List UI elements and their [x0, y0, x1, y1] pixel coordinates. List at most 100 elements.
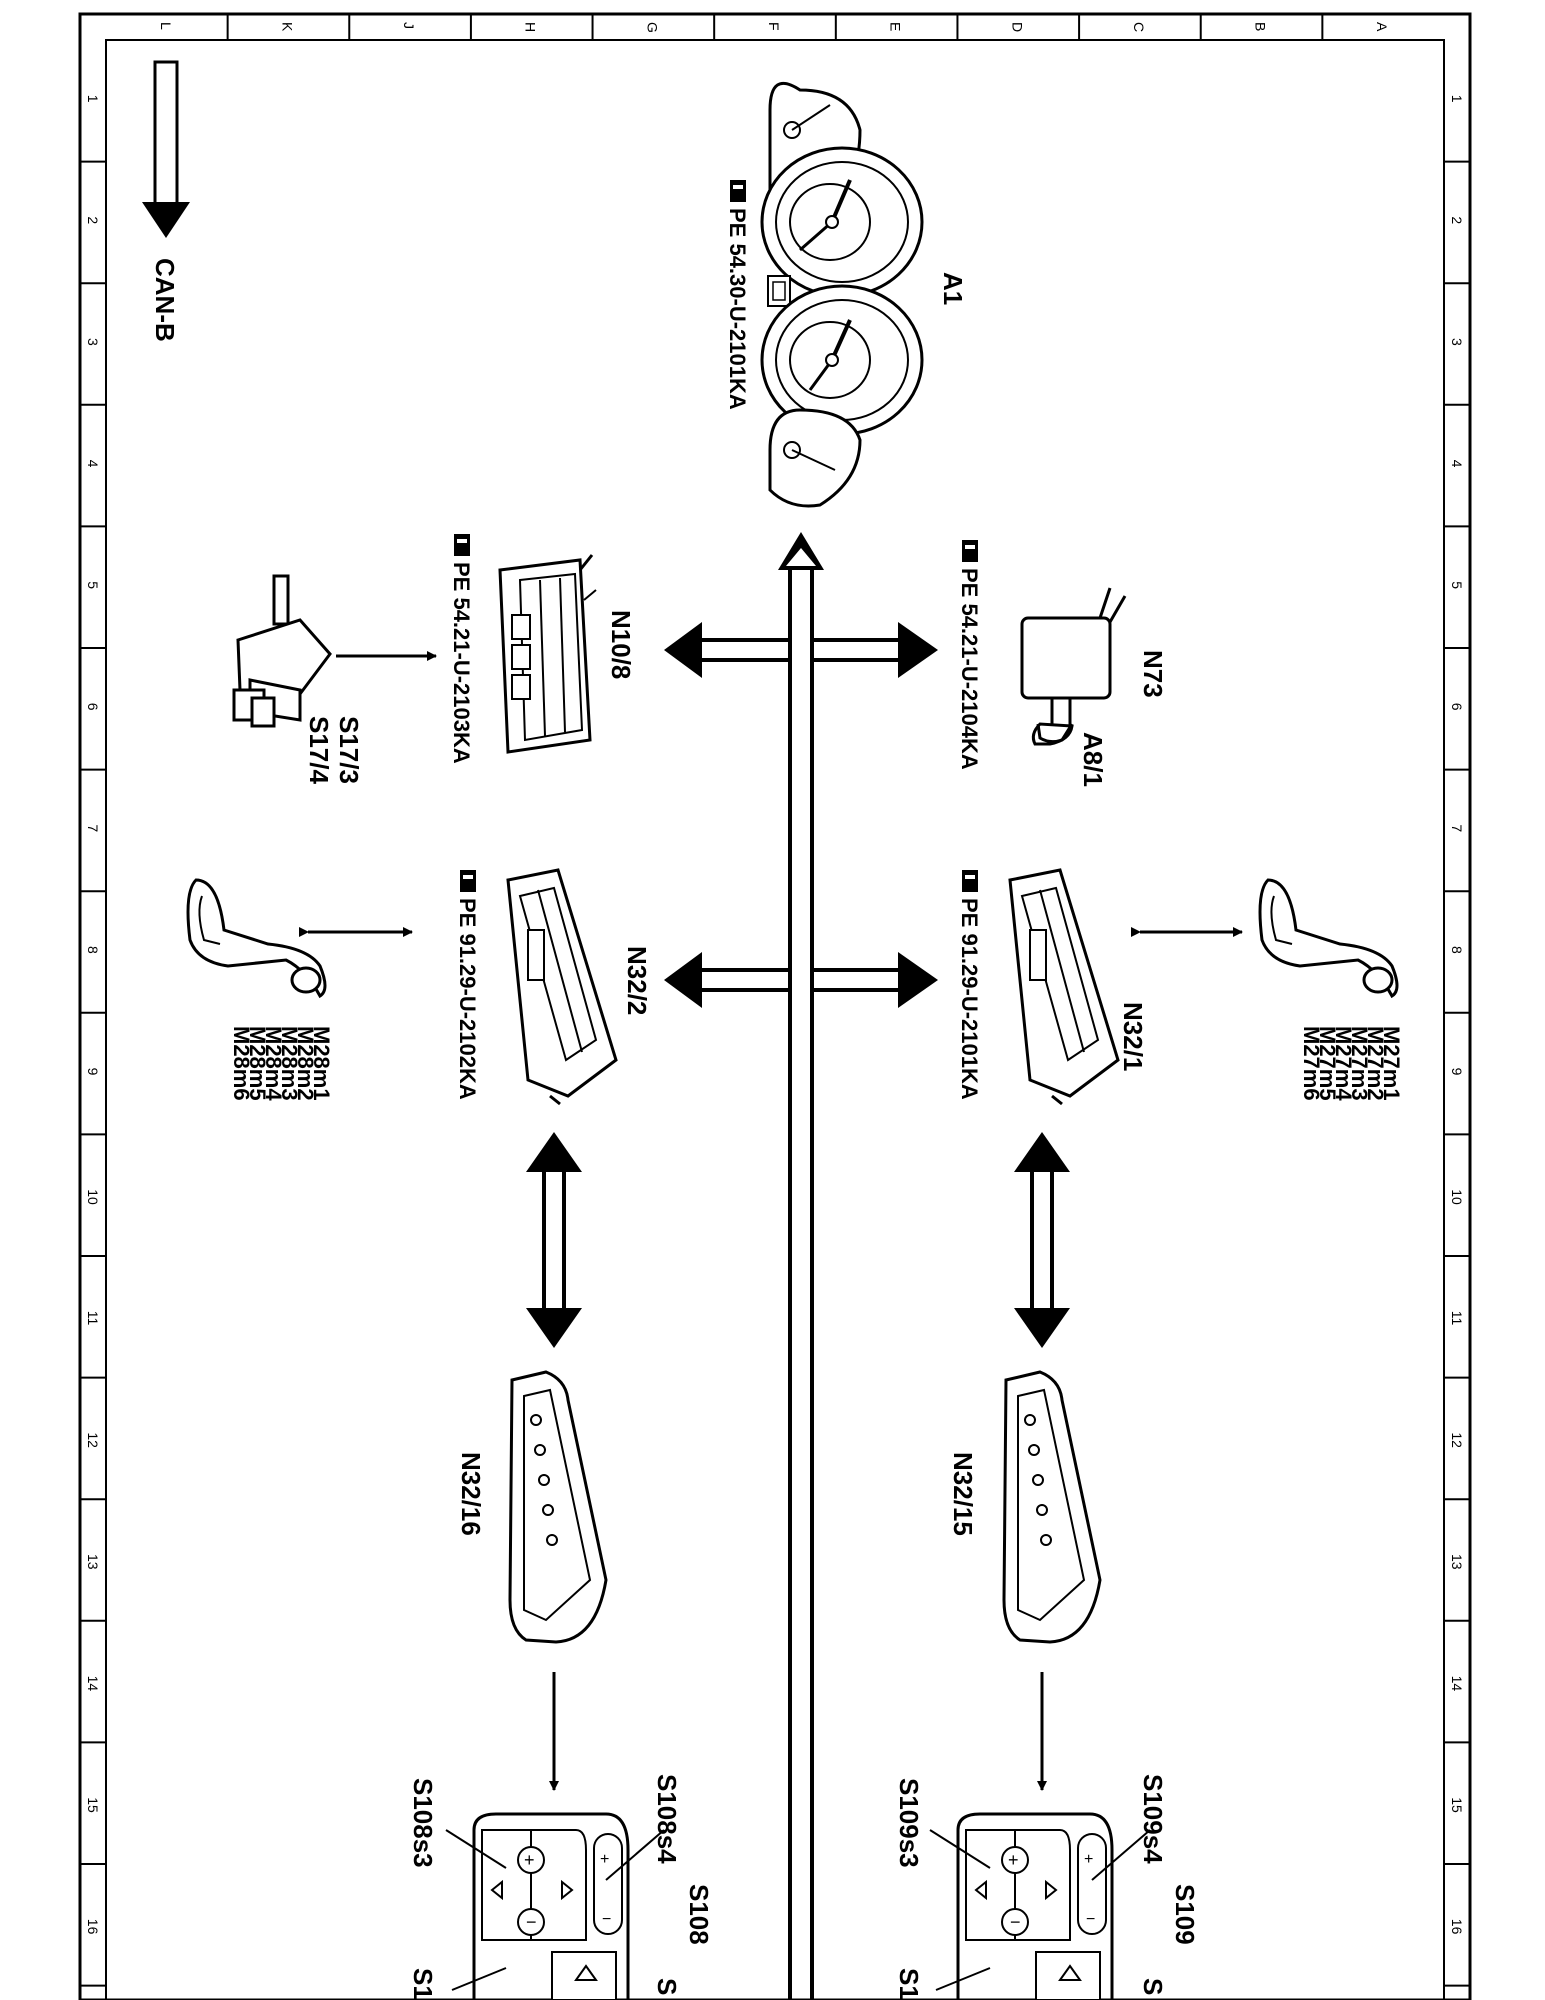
grid-ticks	[80, 14, 1470, 1987]
motor-code-label: M27m6	[1299, 1026, 1324, 1101]
motor-code-label: M27m5	[1315, 1026, 1340, 1101]
s108s3-pointer	[445, 1829, 507, 1869]
row-number-label-left: 12	[85, 1432, 101, 1448]
row-number-label-right: 13	[1449, 1554, 1465, 1570]
n10-8-code-label: N10/8	[606, 610, 636, 679]
s108-partial-pointer	[451, 1967, 507, 1991]
seat-switch-panel-left-icon	[508, 1370, 608, 1644]
row-number-label-right: 12	[1449, 1432, 1465, 1448]
svg-text:+: +	[1008, 1850, 1019, 1870]
a1-ref-pointer-icon	[730, 180, 746, 202]
inner-frame	[105, 39, 1445, 2000]
n32-1-code-label: N32/1	[1118, 1002, 1148, 1071]
steering-button-group-right-icon: + − + −	[956, 1812, 1114, 2000]
svg-text:−: −	[526, 1912, 537, 1932]
n32-16-code-label: N32/16	[456, 1452, 486, 1536]
motor-code-label: M28m3	[277, 1026, 302, 1101]
bus-branch-lower	[664, 952, 938, 1008]
n73-code-label: N73	[1138, 650, 1168, 698]
column-letter-label: H	[523, 22, 539, 32]
s109-code-label: S109	[1170, 1884, 1200, 1945]
column-letter-label: B	[1253, 22, 1269, 31]
row-number-label-left: 1	[85, 95, 101, 103]
row-number-label-left: 16	[85, 1919, 101, 1935]
seat-switch-panel-right-icon	[1002, 1370, 1102, 1644]
row-number-label-right: 5	[1449, 581, 1465, 589]
motor-code-label: M28m4	[261, 1026, 286, 1101]
row-number-label-right: 10	[1449, 1189, 1465, 1205]
n10-8-ref-pointer-icon	[454, 534, 470, 556]
svg-text:−: −	[1010, 1912, 1021, 1932]
can-b-label: CAN-B	[150, 258, 180, 342]
column-letter-label: J	[401, 22, 417, 29]
row-number-label-left: 15	[85, 1797, 101, 1813]
motor-code-label: M28m5	[245, 1026, 270, 1101]
instrument-cluster-icon	[760, 81, 924, 508]
outer-frame	[78, 12, 1472, 2000]
n32-2-to-n32-16-link	[526, 1132, 582, 1348]
n32-1-ref-label: PE 91.29-U-2101KA	[957, 898, 982, 1100]
n32-1-to-n32-15-link	[1014, 1132, 1070, 1348]
row-number-label-right: 15	[1449, 1797, 1465, 1813]
a1-ref-label: PE 54.30-U-2101KA	[725, 208, 750, 410]
row-number-label-right: 6	[1449, 703, 1465, 711]
sam-control-unit-icon	[498, 554, 597, 754]
row-number-label-left: 14	[85, 1676, 101, 1692]
row-number-label-left: 10	[85, 1189, 101, 1205]
s109-partial-label-2: S	[1138, 1978, 1168, 1995]
svg-text:−: −	[1086, 1911, 1095, 1928]
s17-3-code-label: S17/3	[334, 716, 364, 784]
row-number-label-right: 14	[1449, 1676, 1465, 1692]
column-letter-label: D	[1009, 22, 1025, 32]
motor-code-label: M27m1	[1379, 1026, 1404, 1101]
s108-partial-label-1: S1	[408, 1968, 438, 2000]
seat-control-unit-right-icon	[1008, 868, 1120, 1106]
n10-8-ref-label: PE 54.21-U-2103KA	[449, 562, 474, 764]
row-number-label-right: 11	[1449, 1311, 1465, 1326]
row-number-label-right: 8	[1449, 946, 1465, 954]
row-number-label-left: 4	[85, 460, 101, 468]
can-bus-main-line	[778, 532, 824, 2000]
n32-1-ref-pointer-icon	[962, 870, 978, 892]
motor-code-label: M27m4	[1331, 1026, 1356, 1101]
a8-1-code-label: A8/1	[1078, 732, 1108, 787]
steering-button-group-left-icon: + − + −	[472, 1812, 630, 2000]
a1-code-label: A1	[938, 272, 968, 305]
row-number-label-right: 16	[1449, 1919, 1465, 1935]
column-letter-label: G	[644, 22, 660, 33]
svg-text:+: +	[1084, 1851, 1093, 1868]
s108-partial-label-2: S	[652, 1978, 682, 1995]
n32-2-ref-label: PE 91.29-U-2102KA	[455, 898, 480, 1100]
s17-4-code-label: S17/4	[304, 716, 334, 784]
n32-2-ref-pointer-icon	[460, 870, 476, 892]
svg-text:+: +	[524, 1850, 535, 1870]
row-number-label-right: 2	[1449, 216, 1465, 224]
n73-ref-label: PE 54.21-U-2104KA	[957, 568, 982, 770]
ignition-switch-icon	[1020, 587, 1127, 746]
s109s3-label: S109s3	[894, 1778, 924, 1868]
column-letter-label: K	[279, 22, 295, 32]
row-number-label-left: 8	[85, 946, 101, 954]
svg-text:−: −	[602, 1911, 611, 1928]
s109s3-pointer	[929, 1829, 991, 1869]
s108s3-label: S108s3	[408, 1778, 438, 1868]
s109-partial-pointer	[935, 1967, 991, 1991]
row-number-label-left: 5	[85, 581, 101, 589]
s109s4-pointer	[1091, 1829, 1151, 1881]
row-number-label-right: 3	[1449, 338, 1465, 346]
motor-code-label: M27m2	[1363, 1026, 1388, 1101]
motor-code-label: M28m1	[309, 1026, 334, 1101]
svg-text:+: +	[600, 1851, 609, 1868]
n73-ref-pointer-icon	[962, 540, 978, 562]
row-number-label-left: 7	[85, 824, 101, 832]
row-number-label-left: 3	[85, 338, 101, 346]
can-b-legend-arrow-icon	[142, 60, 190, 238]
seat-motor-right-icon	[1258, 878, 1399, 999]
column-letter-label: A	[1374, 22, 1390, 32]
motor-code-label: M27m3	[1347, 1026, 1372, 1101]
row-number-label-left: 9	[85, 1068, 101, 1076]
